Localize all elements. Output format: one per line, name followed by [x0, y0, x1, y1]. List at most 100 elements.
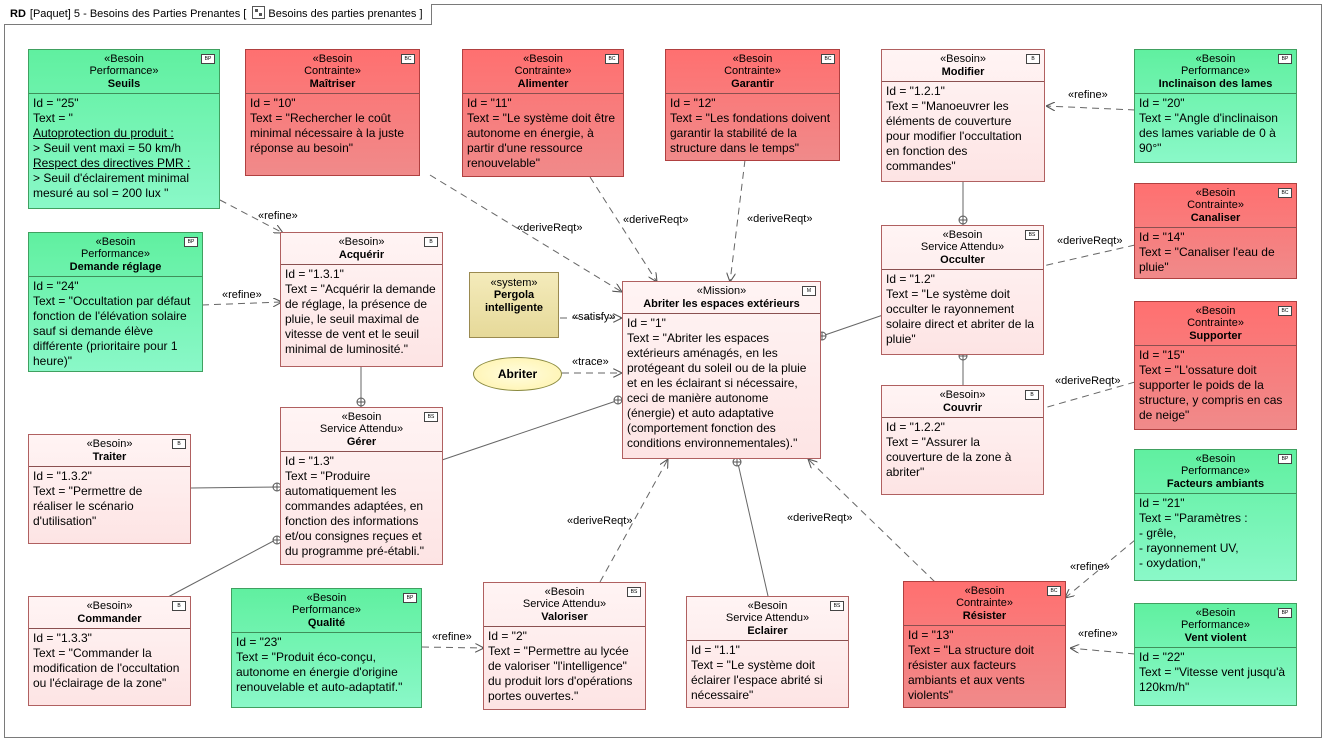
- node-header: «Besoin»Commander: [29, 597, 190, 625]
- node-text-line: Id = "1.3.3": [33, 631, 92, 645]
- node-text-line: Id = "1.3.2": [33, 469, 92, 483]
- node-body: Id = "21"Text = "Paramètres :- grêle,- r…: [1135, 494, 1296, 573]
- node-text-line: en fonction des: [886, 144, 968, 158]
- requirement-icon: BP: [1278, 608, 1292, 618]
- node-divider: [1135, 227, 1296, 228]
- node-stereotype: «Besoin»: [86, 600, 133, 612]
- node-text-line: commandes adaptées, en: [285, 499, 424, 513]
- node-text-line: Id = "22": [1139, 650, 1185, 664]
- node-text-line: Id = "1.1": [691, 643, 740, 657]
- node-text-line: minimal nécessaire à la juste: [250, 126, 405, 140]
- node-text-line: Text = "La structure doit: [908, 643, 1034, 657]
- requirement-icon: BC: [401, 54, 415, 64]
- node-text-line: 120km/h": [1139, 680, 1190, 694]
- node-category: Service Attendu»: [725, 612, 810, 624]
- node-text-line: ambiants et aux vents: [908, 673, 1025, 687]
- refine-link-facteurs-resister: [1065, 539, 1136, 598]
- containment-link-mission-occulter: [821, 314, 884, 337]
- node-divider: [281, 264, 442, 265]
- requirement-icon: BP: [1278, 54, 1292, 64]
- frame-kind: RD: [10, 8, 26, 20]
- node-text-line: - grêle,: [1139, 526, 1177, 540]
- node-text-line: renouvelable et auto-adaptatif.": [236, 680, 403, 694]
- node-category: Service Attendu»: [522, 598, 607, 610]
- node-text-line: Respect des directives PMR :: [33, 156, 191, 170]
- node-text-line: résister aux facteurs: [908, 658, 1017, 672]
- node-category: Contrainte»: [514, 65, 572, 77]
- requirement-icon: B: [424, 237, 438, 247]
- node-text-line: modification de l'occultation: [33, 661, 180, 675]
- node-name: Demande réglage: [69, 261, 162, 273]
- node-text-line: Text = "Abriter les espaces: [627, 331, 769, 345]
- requirement-icon: B: [1025, 390, 1039, 400]
- node-text-line: partir d'une ressource: [467, 141, 583, 155]
- system-block-pergola[interactable]: «system» Pergola intelligente: [469, 272, 559, 338]
- node-text-line: Text = "Canaliser l'eau de: [1139, 245, 1275, 259]
- derive-link-maitriser-mission: [429, 174, 622, 292]
- node-text-line: de valoriser "l'intelligence": [488, 659, 627, 673]
- node-stereotype: «Besoin»: [338, 236, 385, 248]
- node-text-line: portes ouvertes.": [488, 689, 579, 703]
- node-text-line: Text = "Commander la: [33, 646, 152, 660]
- node-text-line: minimal de luminosité.": [285, 342, 408, 356]
- node-text-line: abriter": [886, 465, 925, 479]
- node-text-line: Id = "14": [1139, 230, 1185, 244]
- node-text-line: pluie": [1139, 260, 1169, 274]
- refine-label: «refine»: [1078, 628, 1118, 640]
- use-case-abriter[interactable]: Abriter: [473, 357, 562, 391]
- node-text-line: structure, y compris en cas: [1139, 393, 1283, 407]
- node-text-line: Text = "Rechercher le coût: [250, 111, 391, 125]
- node-name: Facteurs ambiants: [1166, 478, 1265, 490]
- node-name: Résister: [962, 610, 1007, 622]
- node-category: Performance»: [1180, 65, 1251, 77]
- node-stereotype: «Besoin»: [86, 438, 133, 450]
- node-stereotype: «Besoin»: [939, 389, 986, 401]
- node-text-line: Text = "Permettre au lycée: [488, 644, 629, 658]
- node-text-line: éclairer l'espace abrité si: [691, 673, 823, 687]
- node-name: Supporter: [1189, 330, 1242, 342]
- node-stereotype: «Besoin: [1195, 187, 1236, 199]
- requirement-icon: BC: [1047, 586, 1061, 596]
- node-text-line: (comportement fonction des: [627, 421, 776, 435]
- node-category: Contrainte»: [1187, 317, 1244, 329]
- node-text-line: du programme pré-établi.": [285, 544, 424, 558]
- derive-label: «deriveReqt»: [517, 222, 583, 234]
- node-divider: [463, 93, 623, 94]
- derive-link-alimenter-mission: [589, 176, 657, 282]
- node-text-line: différente (prioritaire pour 1: [33, 339, 178, 353]
- node-name: Canaliser: [1190, 212, 1241, 224]
- node-stereotype: «Besoin: [544, 586, 585, 598]
- node-text-line: garantir la stabilité de la: [670, 126, 797, 140]
- node-text-line: automatiquement les: [285, 484, 397, 498]
- node-divider: [29, 93, 219, 94]
- node-name: Occulter: [940, 254, 985, 266]
